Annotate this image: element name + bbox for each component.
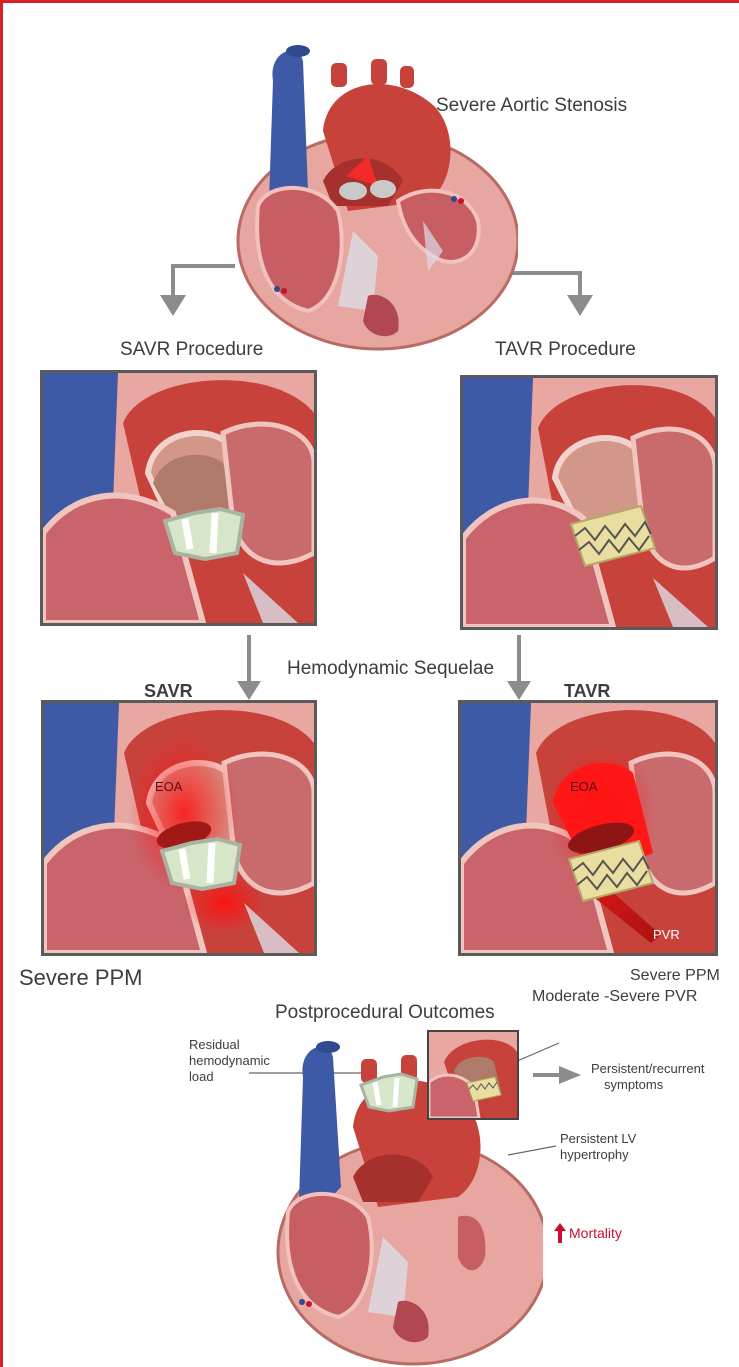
tavr-procedure-panel: [460, 375, 718, 630]
symptoms-label-2: symptoms: [604, 1077, 663, 1092]
arrow-head-savr: [160, 295, 186, 316]
hemodynamic-sequelae-title: Hemodynamic Sequelae: [287, 658, 494, 680]
tavr-inset-illustration: [429, 1032, 517, 1118]
tavr-eoa-pvr-illustration: [461, 703, 715, 953]
savr-eoa-illustration: [44, 703, 314, 953]
tavr-procedure-label: TAVR Procedure: [495, 339, 636, 361]
tavr-valve-illustration: [463, 378, 715, 627]
tavr-finding-line1: Severe PPM: [630, 967, 720, 985]
outcomes-title: Postprocedural Outcomes: [275, 1002, 495, 1024]
arrow-head-tavr-seq: [507, 681, 531, 700]
arrow-head-tavr: [567, 295, 593, 316]
residual-label-1: Residual: [189, 1037, 240, 1052]
tavr-inset-panel: [427, 1030, 519, 1120]
mortality-label: Mortality: [569, 1225, 622, 1241]
lvh-label-2: hypertrophy: [560, 1147, 629, 1162]
savr-sequelae-panel: [41, 700, 317, 956]
symptoms-label-1: Persistent/recurrent: [591, 1061, 704, 1076]
heart-illustration-top: [228, 41, 518, 353]
eoa-label-savr: EOA: [155, 779, 182, 794]
savr-procedure-panel: [40, 370, 317, 626]
savr-valve-illustration: [43, 373, 314, 623]
arrow-head-savr-seq: [237, 681, 261, 700]
up-arrow-icon: [554, 1223, 566, 1243]
savr-finding: Severe PPM: [19, 965, 143, 991]
lvh-label-1: Persistent LV: [560, 1131, 636, 1146]
eoa-label-tavr: EOA: [570, 779, 597, 794]
residual-label-3: load: [189, 1069, 214, 1084]
tavr-sequelae-panel: [458, 700, 718, 956]
residual-label-2: hemodynamic: [189, 1053, 270, 1068]
pvr-label: PVR: [653, 927, 680, 942]
top-title: Severe Aortic Stenosis: [436, 95, 627, 117]
tavr-finding-line2: Moderate -Severe PVR: [532, 988, 697, 1006]
savr-procedure-label: SAVR Procedure: [120, 339, 263, 361]
savr-heading: SAVR: [144, 681, 193, 702]
tavr-heading: TAVR: [564, 681, 610, 702]
